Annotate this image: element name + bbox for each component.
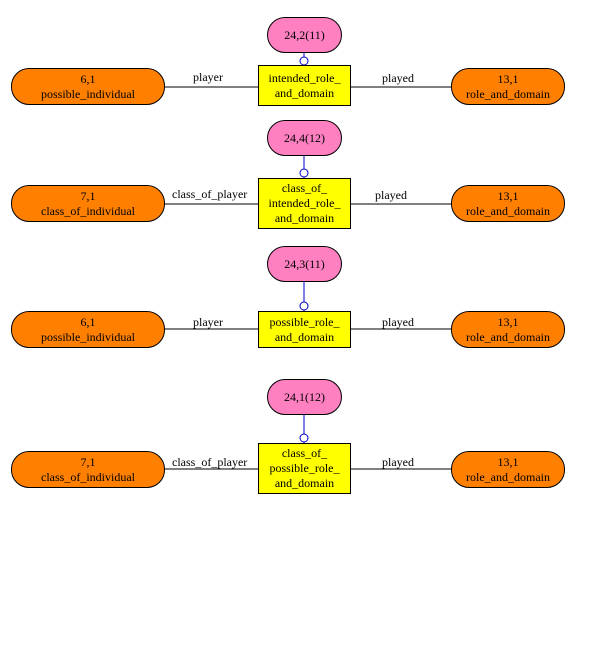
relation-id-node[interactable]: 24,4(12): [267, 120, 342, 156]
relation-id-label: 24,1(12): [284, 389, 325, 404]
entity-name-label: class_of_individual: [41, 203, 135, 218]
right-relation-label: played: [382, 455, 414, 469]
entity-id-label: 13,1: [497, 188, 519, 203]
connector-circle: [299, 433, 309, 443]
connector-circle: [299, 168, 309, 178]
entity-name-label: possible_individual: [41, 86, 135, 101]
relation-id-node[interactable]: 24,1(12): [267, 379, 342, 415]
relationship-line: intended_role_: [268, 70, 341, 85]
relation-id-label: 24,3(11): [284, 256, 325, 271]
right-relation-label: played: [382, 315, 414, 329]
left-entity-node[interactable]: 7,1 class_of_individual: [11, 185, 165, 222]
right-entity-node[interactable]: 13,1 role_and_domain: [451, 185, 565, 222]
relationship-box[interactable]: class_of_ intended_role_ and_domain: [258, 178, 351, 229]
entity-id-label: 13,1: [497, 314, 519, 329]
entity-id-label: 6,1: [80, 314, 96, 329]
relationship-line: and_domain: [274, 329, 335, 344]
right-relation-label: played: [382, 71, 414, 85]
entity-id-label: 6,1: [80, 71, 96, 86]
entity-name-label: class_of_individual: [41, 469, 135, 484]
relationship-box[interactable]: possible_role_ and_domain: [258, 311, 351, 348]
right-entity-node[interactable]: 13,1 role_and_domain: [451, 311, 565, 348]
entity-id-label: 13,1: [497, 454, 519, 469]
relationship-line: class_of_: [281, 446, 328, 460]
left-relation-label: player: [193, 315, 223, 329]
connector-circle: [299, 301, 309, 311]
right-entity-node[interactable]: 13,1 role_and_domain: [451, 68, 565, 105]
connector-circle: [299, 56, 309, 66]
relationship-line: class_of_: [281, 181, 328, 195]
right-entity-node[interactable]: 13,1 role_and_domain: [451, 451, 565, 488]
left-entity-node[interactable]: 6,1 possible_individual: [11, 311, 165, 348]
left-relation-label: class_of_player: [172, 187, 248, 201]
relation-id-label: 24,4(12): [284, 130, 325, 145]
relation-id-label: 24,2(11): [284, 27, 325, 42]
right-relation-label: played: [375, 188, 407, 202]
left-entity-node[interactable]: 6,1 possible_individual: [11, 68, 165, 105]
relationship-line: and_domain: [274, 211, 335, 225]
entity-name-label: role_and_domain: [466, 203, 550, 218]
entity-name-label: role_and_domain: [466, 329, 550, 344]
relation-id-node[interactable]: 24,2(11): [267, 17, 342, 53]
relationship-line: and_domain: [274, 85, 335, 100]
entity-name-label: role_and_domain: [466, 86, 550, 101]
entity-name-label: possible_individual: [41, 329, 135, 344]
entity-name-label: role_and_domain: [466, 469, 550, 484]
relationship-box[interactable]: class_of_ possible_role_ and_domain: [258, 443, 351, 494]
relation-id-node[interactable]: 24,3(11): [267, 246, 342, 282]
entity-id-label: 7,1: [80, 454, 96, 469]
left-entity-node[interactable]: 7,1 class_of_individual: [11, 451, 165, 488]
left-relation-label: player: [193, 70, 223, 84]
entity-id-label: 13,1: [497, 71, 519, 86]
relationship-line: and_domain: [274, 476, 335, 490]
relationship-line: possible_role_: [269, 461, 340, 475]
relationship-line: possible_role_: [269, 314, 340, 329]
relationship-box[interactable]: intended_role_ and_domain: [258, 65, 351, 106]
relationship-line: intended_role_: [268, 196, 341, 210]
left-relation-label: class_of_player: [172, 455, 248, 469]
entity-id-label: 7,1: [80, 188, 96, 203]
